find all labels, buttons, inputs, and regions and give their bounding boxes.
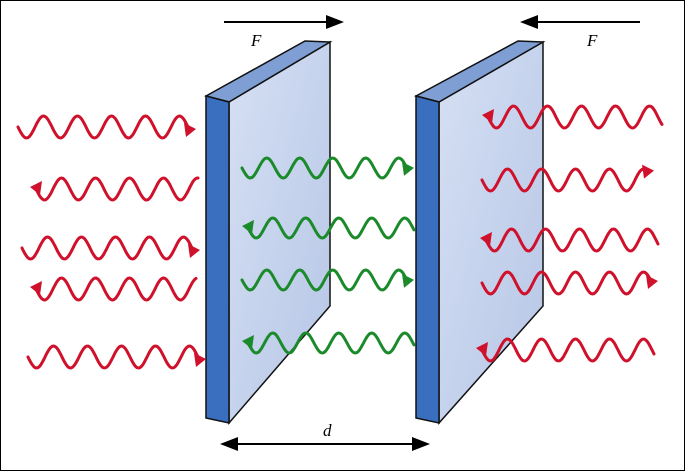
- wave-arrowhead: [30, 281, 42, 295]
- photon-outside-left-5: [26, 344, 206, 370]
- wave-arrowhead: [402, 161, 414, 176]
- photon-outside-right-4: [480, 270, 658, 296]
- waves-outside-left: [16, 114, 206, 370]
- waves-inside: [240, 156, 416, 355]
- plate-left-edge: [205, 95, 230, 424]
- photon-inside-1: [240, 156, 414, 180]
- wave-arrowhead: [476, 342, 488, 356]
- plate-right: [413, 40, 546, 425]
- photon-outside-right-2: [480, 164, 654, 193]
- separation-arrow: [220, 437, 430, 451]
- wave-arrowhead: [30, 181, 42, 195]
- wave-arrowhead: [402, 273, 414, 288]
- force-arrow-left: [224, 15, 344, 29]
- photon-outside-right-5: [476, 337, 656, 363]
- plate-right-edge: [415, 95, 440, 424]
- separation-label: d: [323, 421, 332, 440]
- force-label-left: F: [250, 31, 262, 50]
- wave-arrowhead: [188, 243, 200, 258]
- force-arrow-right: [520, 15, 640, 29]
- photon-outside-left-3: [20, 235, 200, 261]
- photon-outside-left-2: [30, 176, 200, 202]
- photon-outside-right-3: [480, 227, 660, 253]
- wave-arrowhead: [242, 335, 254, 349]
- waves-outside-right: [476, 104, 664, 363]
- wave-arrowhead: [242, 220, 254, 234]
- plate-left: [203, 40, 333, 426]
- wave-arrowhead: [482, 109, 494, 123]
- photon-inside-4: [242, 331, 416, 355]
- wave-arrowhead: [194, 352, 206, 367]
- wave-arrowhead: [184, 122, 196, 137]
- photon-inside-2: [242, 216, 416, 240]
- wave-arrowhead: [646, 275, 658, 289]
- photon-outside-right-1: [482, 104, 664, 130]
- force-label-right: F: [586, 31, 598, 50]
- photon-outside-left-1: [16, 114, 196, 140]
- wave-arrowhead: [480, 232, 492, 246]
- photon-inside-3: [240, 268, 414, 292]
- photon-outside-left-4: [30, 276, 198, 302]
- wave-arrowhead: [642, 164, 654, 179]
